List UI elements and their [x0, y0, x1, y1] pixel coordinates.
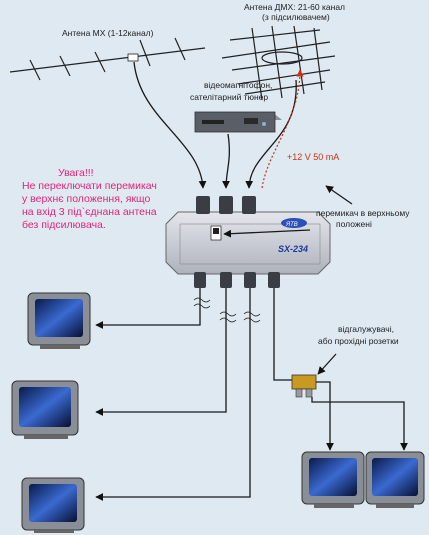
warning-line: без підсилювача. [22, 219, 106, 231]
warning-title: Увага!!! [58, 167, 94, 179]
warning-line: у верхнє положення, якщо [22, 193, 151, 205]
tv1-cable [95, 288, 201, 329]
amplifier-device [165, 196, 331, 288]
warning-line: Не переключати перемикач [22, 180, 157, 192]
vcr-tuner-icon [194, 111, 282, 133]
switch-sublabel: положені [336, 219, 372, 229]
splitter-sublabel: або прохідні розетки [318, 336, 399, 346]
switch-pointer-arrow [223, 229, 311, 238]
splitter-pointer-arrow [317, 353, 337, 375]
cable-break-marks [193, 297, 261, 323]
power-pointer-arrow [325, 185, 353, 205]
mv-antenna-icon [9, 37, 206, 81]
tv5-cable [311, 397, 408, 451]
tv3-cable [95, 288, 251, 501]
mv-antenna-label: Антена МХ (1-12канал) [62, 28, 154, 38]
switch-label: перемикач в верхньому [316, 208, 410, 218]
splitter-label: відгалужувачі, [338, 324, 394, 334]
splitter-cable [273, 288, 292, 381]
vcr-label: відеомагнітофон, [204, 80, 272, 90]
splitter-icon [291, 374, 317, 398]
tv-icon [11, 380, 79, 439]
tv-icon [301, 451, 365, 508]
power-feed-line [261, 69, 304, 189]
warning-line: на вхід 3 під`єднана антена [22, 206, 157, 218]
tv-icon [21, 477, 85, 533]
tv2-cable [95, 288, 227, 416]
dmv-antenna-label: Антена ДМХ: 21-60 канал [244, 2, 345, 12]
dmv-antenna-sublabel: (з підсилювачем) [262, 12, 330, 22]
mv-antenna-cable [133, 61, 207, 189]
power-label: +12 V 50 mA [287, 152, 339, 162]
dmv-antenna-cable [245, 79, 297, 189]
device-logo: ЯТВ [285, 222, 298, 228]
tv4-cable [316, 381, 334, 451]
device-model: SX-234 [278, 244, 308, 254]
tv-icon [27, 292, 91, 349]
tv-icon [365, 451, 425, 508]
vcr-cable [222, 133, 231, 189]
dmv-antenna-icon [221, 25, 336, 101]
vcr-sublabel: сателітарний тюнер [190, 92, 268, 102]
device-switch-lever [213, 228, 219, 234]
